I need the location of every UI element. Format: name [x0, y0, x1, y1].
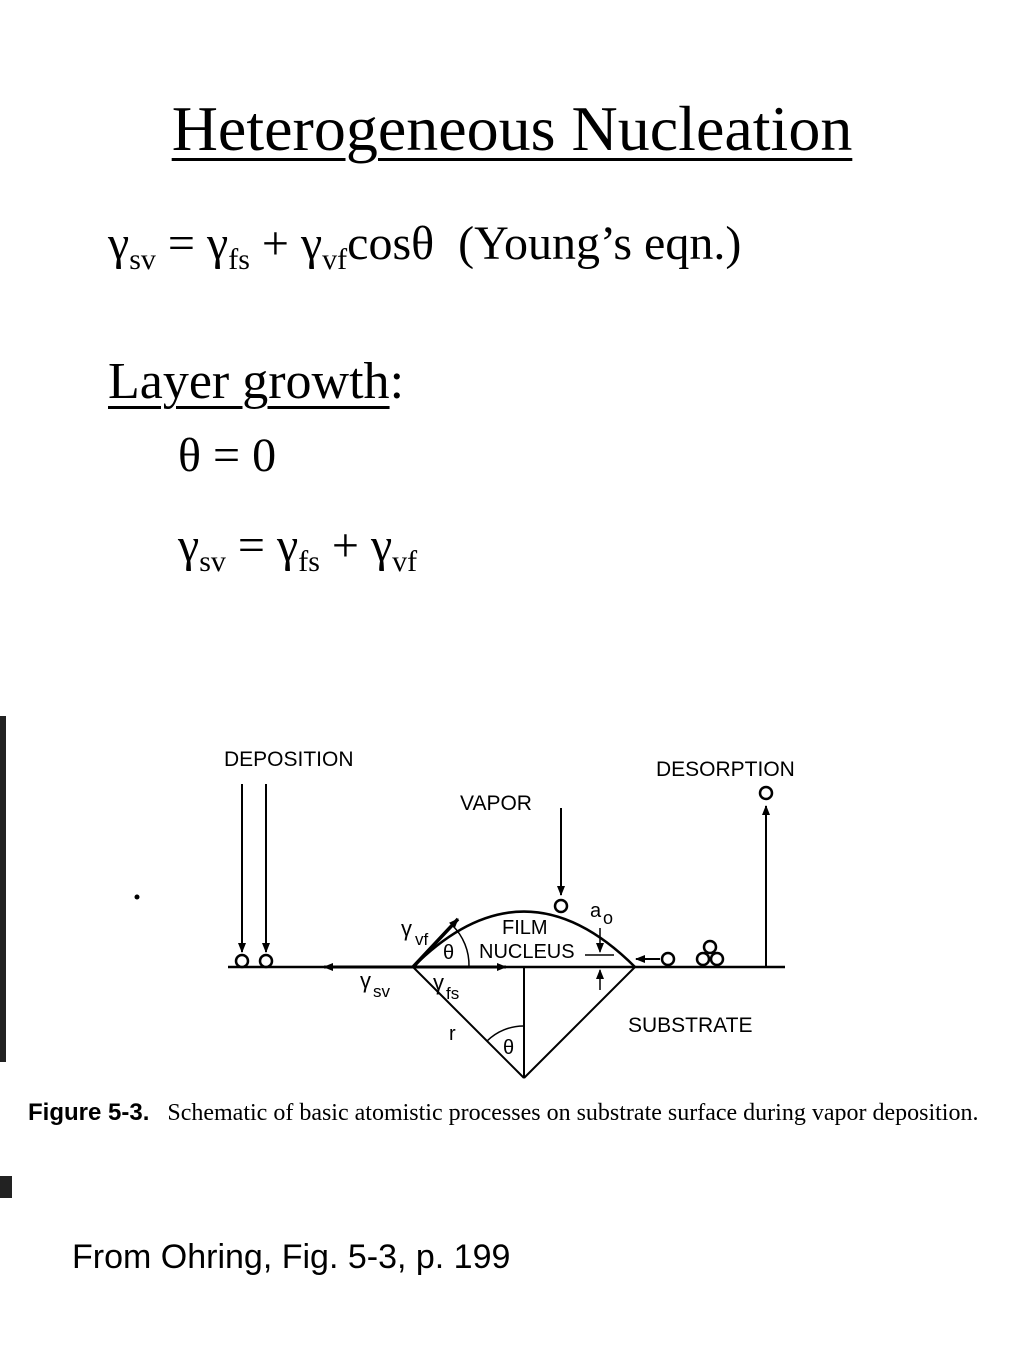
desorption-label: DESORPTION [656, 758, 795, 781]
theta-label-center: θ [503, 1037, 514, 1059]
deposition-label: DEPOSITION [224, 748, 354, 771]
gamma-sv-label: γ [360, 968, 371, 993]
scan-edge-mark [0, 1176, 12, 1198]
equation-name: (Young’s eqn.) [434, 217, 742, 270]
gamma-symbol: γ [300, 217, 323, 270]
cluster-atom [709, 951, 725, 967]
figure-caption: Figure 5-3. Schematic of basic atomistic … [28, 1094, 1008, 1132]
gamma-vf-label: γ [401, 916, 412, 941]
theta-arc-contact [451, 924, 470, 968]
gamma-vf-arrow [411, 917, 460, 969]
equals-sign: = [225, 519, 277, 572]
source-citation: From Ohring, Fig. 5-3, p. 199 [72, 1238, 511, 1276]
gamma-fs-label: γ [433, 970, 444, 995]
theta-arc-center [486, 1025, 525, 1042]
gamma-symbol: γ [370, 519, 393, 572]
theta-condition: θ = 0 [178, 429, 277, 482]
theta-label-contact: θ [443, 942, 454, 964]
gamma-symbol: γ [108, 217, 130, 270]
nucleus-label: NUCLEUS [479, 941, 575, 963]
gamma-fs-subscript: fs [446, 984, 459, 1003]
gamma-vf-subscript: vf [415, 930, 429, 949]
a-label: a [590, 900, 602, 922]
subscript-fs: fs [228, 243, 250, 276]
a-subscript: o [603, 908, 613, 928]
layer-growth-colon: : [389, 353, 405, 410]
substrate-label: SUBSTRATE [628, 1014, 752, 1037]
subscript-sv: sv [129, 243, 156, 276]
page-title: Heterogeneous Nucleation [171, 93, 853, 164]
radius-line [412, 966, 525, 1079]
diffusing-atom [660, 951, 676, 967]
adatom [234, 953, 250, 969]
r-label: r [449, 1023, 456, 1045]
youngs-equation: γsv = γfs + γvfcosθ (Young’s eqn.) [108, 216, 742, 275]
scan-speck [134, 894, 140, 900]
layer-growth-equation: γsv = γfs + γvf [178, 518, 417, 577]
scan-edge-mark [0, 716, 6, 1062]
nucleation-schematic: DEPOSITION DESORPTION VAPOR FILM NUCLEUS… [134, 748, 795, 1079]
radius-line [523, 966, 636, 1079]
figure-caption-label: Figure 5-3. [28, 1099, 150, 1126]
gamma-symbol: γ [276, 519, 299, 572]
subscript-vf: vf [392, 545, 418, 578]
equals-sign: = [155, 217, 207, 270]
layer-growth-heading: Layer growth: [108, 352, 404, 411]
subscript-fs: fs [298, 545, 320, 578]
adatom [258, 953, 274, 969]
desorbed-atom [758, 785, 774, 801]
figure-caption-text: Schematic of basic atomistic processes o… [167, 1100, 979, 1126]
plus-sign: + [319, 519, 371, 572]
film-nucleus-cap [412, 910, 636, 968]
cluster-atom [702, 939, 718, 955]
film-label: FILM [502, 917, 548, 939]
gamma-symbol: γ [206, 217, 229, 270]
gamma-sv-subscript: sv [373, 982, 391, 1001]
cluster-atom [695, 951, 711, 967]
layer-growth-label: Layer growth [108, 353, 390, 410]
vapor-atom [553, 898, 569, 914]
subscript-sv: sv [199, 545, 226, 578]
vapor-label: VAPOR [460, 792, 532, 815]
cos-theta: cosθ [347, 217, 435, 270]
gamma-symbol: γ [178, 519, 200, 572]
subscript-vf: vf [322, 243, 348, 276]
plus-sign: + [249, 217, 301, 270]
